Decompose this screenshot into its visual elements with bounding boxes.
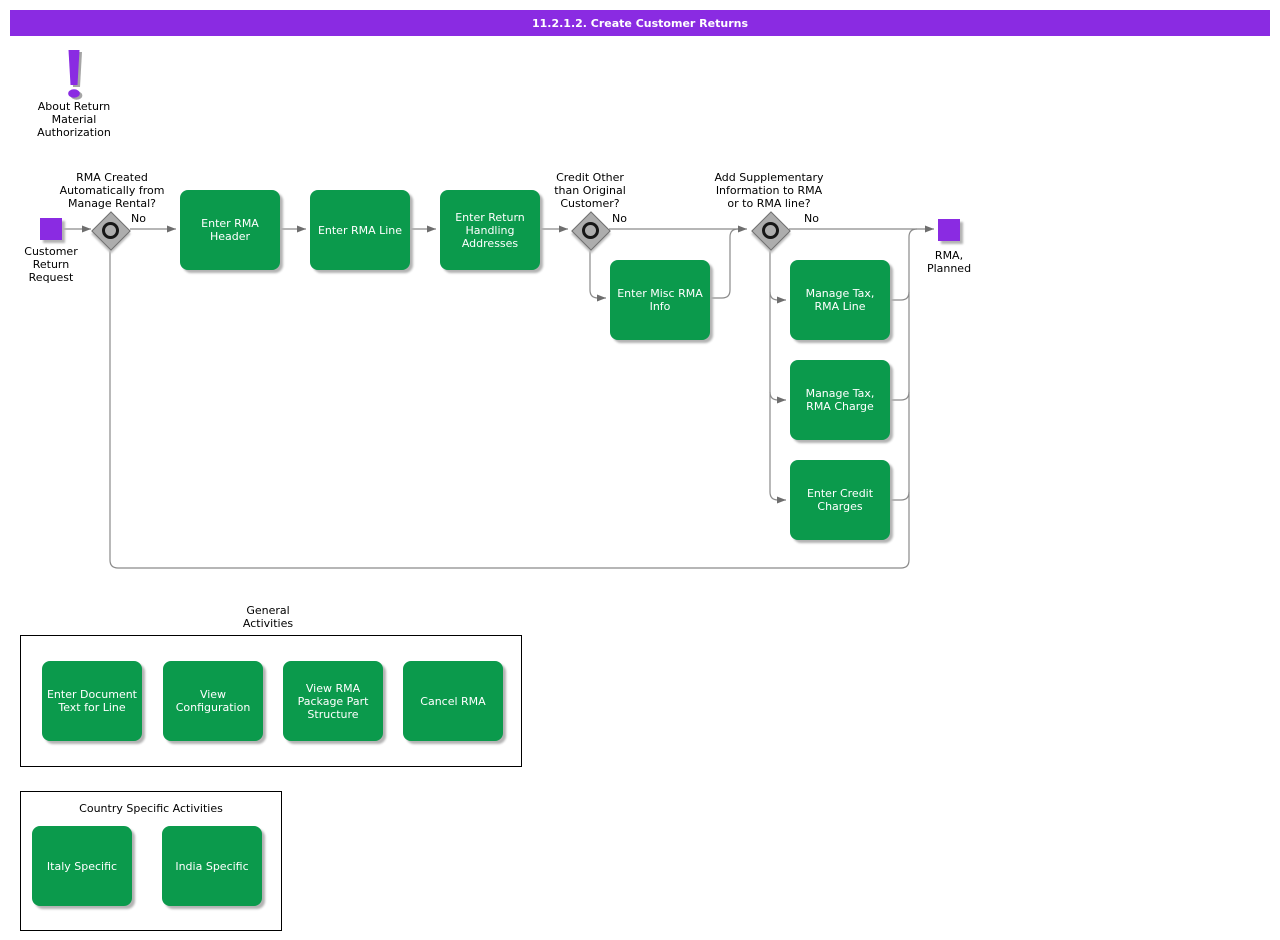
activity-label: Cancel RMA — [420, 695, 485, 708]
decision-add-supplementary-question: Add Supplementary Information to RMA or … — [694, 171, 844, 210]
activity-label: Manage Tax, RMA Line — [806, 287, 875, 313]
activity-label: Enter Return Handling Addresses — [455, 211, 525, 250]
country-specific-activities-label: Country Specific Activities — [21, 802, 281, 815]
end-event-rma-planned — [938, 219, 960, 241]
activity-enter-document-text-for-line[interactable]: Enter Document Text for Line — [42, 661, 142, 741]
activity-label: Enter RMA Line — [318, 224, 402, 237]
activity-label: Manage Tax, RMA Charge — [806, 387, 875, 413]
general-activities-box: Enter Document Text for Line View Config… — [20, 635, 522, 767]
activity-italy-specific[interactable]: Italy Specific — [32, 826, 132, 906]
activity-enter-misc-rma-info[interactable]: Enter Misc RMA Info — [610, 260, 710, 340]
activity-label: Enter Misc RMA Info — [617, 287, 703, 313]
decision-credit-other-no-label: No — [612, 212, 627, 225]
activity-label: View RMA Package Part Structure — [298, 682, 369, 721]
activity-cancel-rma[interactable]: Cancel RMA — [403, 661, 503, 741]
start-event-label: Customer Return Request — [11, 245, 91, 284]
decision-ring-icon — [582, 222, 599, 239]
exclamation-icon[interactable] — [52, 45, 96, 103]
decision-credit-other-question: Credit Other than Original Customer? — [520, 171, 660, 210]
note-label[interactable]: About Return Material Authorization — [14, 100, 134, 139]
activity-label: Italy Specific — [47, 860, 117, 873]
activity-label: Enter Credit Charges — [807, 487, 873, 513]
activity-label: Enter Document Text for Line — [47, 688, 137, 714]
decision-ring-icon — [762, 222, 779, 239]
decision-add-supplementary-no-label: No — [804, 212, 819, 225]
activity-view-configuration[interactable]: View Configuration — [163, 661, 263, 741]
start-event-customer-return-request — [40, 218, 62, 240]
decision-ring-icon — [102, 222, 119, 239]
activity-manage-tax-rma-charge[interactable]: Manage Tax, RMA Charge — [790, 360, 890, 440]
activity-enter-rma-header[interactable]: Enter RMA Header — [180, 190, 280, 270]
end-event-label: RMA, Planned — [909, 249, 989, 275]
country-specific-activities-box: Country Specific Activities Italy Specif… — [20, 791, 282, 931]
activity-manage-tax-rma-line[interactable]: Manage Tax, RMA Line — [790, 260, 890, 340]
activity-india-specific[interactable]: India Specific — [162, 826, 262, 906]
decision-rma-created-no-label: No — [131, 212, 146, 225]
activity-label: India Specific — [175, 860, 248, 873]
decision-rma-created-question: RMA Created Automatically from Manage Re… — [32, 171, 192, 210]
activity-enter-rma-line[interactable]: Enter RMA Line — [310, 190, 410, 270]
general-activities-label: General Activities — [208, 604, 328, 630]
activity-enter-credit-charges[interactable]: Enter Credit Charges — [790, 460, 890, 540]
activity-view-rma-package-part-structure[interactable]: View RMA Package Part Structure — [283, 661, 383, 741]
activity-label: Enter RMA Header — [201, 217, 259, 243]
activity-label: View Configuration — [176, 688, 251, 714]
